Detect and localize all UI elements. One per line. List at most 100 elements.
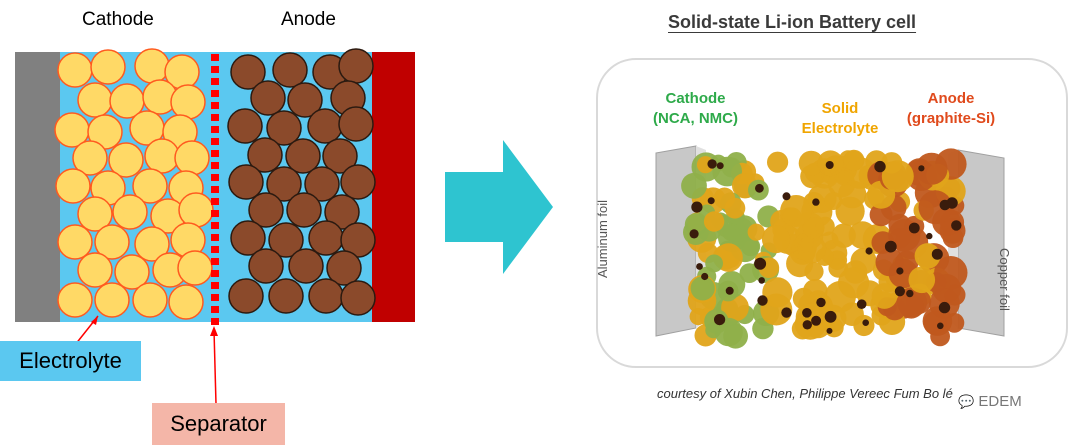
dark-particle	[906, 289, 914, 298]
electrolyte-particle	[843, 150, 864, 171]
separator-dash	[211, 114, 219, 121]
dark-particle	[701, 272, 709, 281]
anode-particle	[324, 194, 360, 230]
anode-material-particle	[908, 266, 936, 294]
dark-particle	[714, 314, 726, 326]
cathode-particle	[114, 254, 150, 290]
separator-dash	[211, 234, 219, 241]
dark-particle	[802, 320, 812, 330]
dark-particle	[755, 183, 764, 193]
separator-dash	[211, 186, 219, 193]
dark-particle	[689, 229, 699, 239]
anode-particle	[340, 280, 376, 316]
cathode-particle	[77, 252, 113, 288]
separator	[211, 54, 219, 325]
dark-particle	[824, 310, 837, 323]
cathode-particle	[108, 142, 144, 178]
anode-particle	[230, 220, 266, 256]
copper-foil-label: Copper foil	[997, 248, 1012, 311]
dark-particle	[862, 319, 869, 327]
anode-particle	[288, 248, 324, 284]
anode-particle	[287, 82, 323, 118]
dark-particle	[802, 308, 812, 318]
cathode-material-particle	[718, 271, 746, 298]
separator-pointer-head	[210, 326, 218, 336]
anode-material-particle	[918, 190, 953, 225]
cathode-particle	[94, 282, 130, 318]
separator-dash	[211, 210, 219, 217]
separator-dash	[211, 306, 219, 313]
chat-bubble-icon: 💬	[958, 394, 975, 409]
anode-particle	[247, 137, 283, 173]
separator-dash	[211, 54, 219, 61]
anode-material-particle	[923, 311, 947, 335]
anode-material-particle	[915, 152, 948, 185]
anode-particle	[308, 278, 344, 314]
cathode-particle	[57, 282, 93, 318]
dark-particle	[691, 201, 703, 213]
dark-particle	[707, 159, 717, 169]
cathode-particle	[55, 168, 91, 204]
cathode-particle	[90, 49, 126, 85]
dark-particle	[716, 162, 724, 170]
electrolyte-particle	[797, 234, 827, 264]
dark-particle	[816, 297, 826, 308]
dark-particle	[826, 327, 833, 334]
electrolyte-particle	[802, 217, 825, 239]
electrolyte-particle	[761, 225, 791, 254]
cathode-material-particle	[690, 276, 715, 301]
anode-particle	[266, 110, 302, 146]
cathode-current-collector	[15, 52, 60, 322]
dark-particle	[782, 192, 791, 201]
transition-arrow	[445, 140, 553, 274]
cathode-material-particle	[724, 197, 746, 219]
anode-particle	[248, 248, 284, 284]
separator-dash	[211, 174, 219, 181]
electrolyte-particle	[762, 277, 793, 308]
cathode-particle	[134, 226, 170, 262]
electrolyte-particle	[780, 195, 813, 227]
separator-dash	[211, 318, 219, 325]
dark-particle	[874, 160, 886, 173]
electrolyte-label: Electrolyte	[19, 348, 122, 373]
dark-particle	[884, 240, 897, 253]
anode-material-particle	[914, 243, 941, 269]
dark-particle	[926, 232, 933, 240]
anode-particle	[340, 222, 376, 258]
anode-material-particle	[871, 283, 898, 309]
anode-particle	[266, 166, 302, 202]
separator-dash	[211, 222, 219, 229]
cathode-particle	[132, 168, 168, 204]
anode-particle	[286, 192, 322, 228]
anode-material-particle	[898, 293, 924, 319]
anode-current-collector	[372, 52, 415, 322]
aluminum-foil-label: Aluminum foil	[595, 199, 610, 278]
electrolyte-particle	[824, 281, 856, 313]
anode-label: Anode	[281, 9, 336, 30]
solid-electrolyte-label: Solid Electrolyte	[801, 100, 879, 137]
conventional-cell-diagram	[15, 48, 415, 405]
anode-particle	[248, 192, 284, 228]
dark-particle	[812, 198, 820, 206]
cathode-particle	[112, 194, 148, 230]
anode-particle	[227, 108, 263, 144]
cathode-particle	[77, 196, 113, 232]
anode-particle	[338, 106, 374, 142]
separator-dash	[211, 198, 219, 205]
separator-dash	[211, 270, 219, 277]
separator-label-box: Separator	[152, 403, 285, 445]
dark-particle	[707, 197, 715, 205]
dark-particle	[908, 222, 920, 234]
cathode-material-particle	[681, 172, 707, 199]
separator-dash	[211, 162, 219, 169]
cathode-particle	[94, 224, 130, 260]
dark-particle	[894, 286, 905, 297]
cathode-particle	[174, 140, 210, 176]
dark-particle	[896, 267, 904, 275]
separator-dash	[211, 246, 219, 253]
dark-particle	[856, 299, 867, 309]
dark-particle	[931, 248, 943, 260]
electrolyte-particle	[848, 221, 877, 250]
dark-particle	[811, 315, 822, 326]
dark-particle	[696, 263, 703, 270]
